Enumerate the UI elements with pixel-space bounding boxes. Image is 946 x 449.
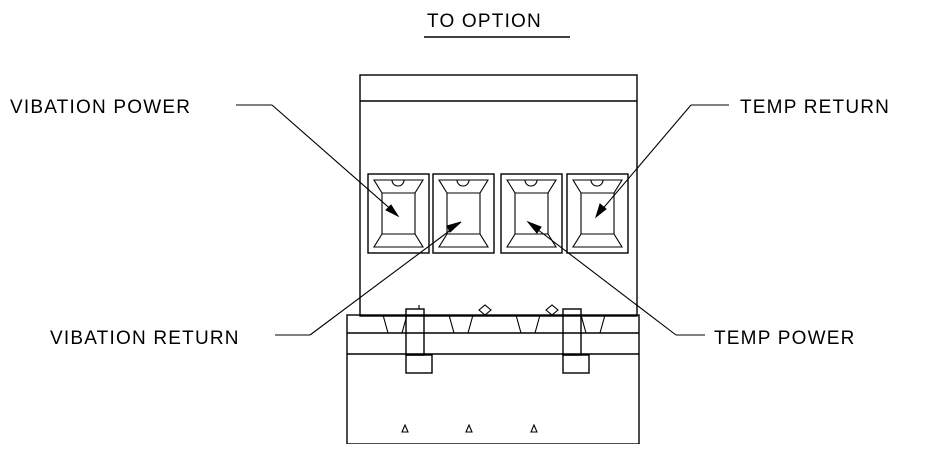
- terminal-1: [367, 173, 430, 254]
- header-group: TO OPTION: [424, 11, 570, 38]
- connector-upper-body: [359, 74, 638, 317]
- callout-temp-return: TEMP RETURN: [595, 97, 890, 219]
- callout-vibration-power: VIBATION POWER: [10, 97, 400, 218]
- terminal-4: [566, 173, 629, 254]
- terminal-2: [432, 173, 495, 254]
- label-temp-power: TEMP POWER: [714, 328, 856, 349]
- connector-lower-base: [346, 304, 640, 445]
- latch-clip-right: [562, 308, 590, 374]
- callout-vibration-return: VIBATION RETURN: [50, 221, 462, 349]
- label-vibration-return: VIBATION RETURN: [50, 328, 240, 349]
- label-vibration-power: VIBATION POWER: [10, 97, 191, 118]
- terminal-3: [500, 173, 563, 254]
- header-label: TO OPTION: [427, 11, 542, 32]
- callout-temp-power: TEMP POWER: [526, 220, 856, 349]
- label-temp-return: TEMP RETURN: [740, 97, 890, 118]
- latch-clip-left: [405, 305, 433, 374]
